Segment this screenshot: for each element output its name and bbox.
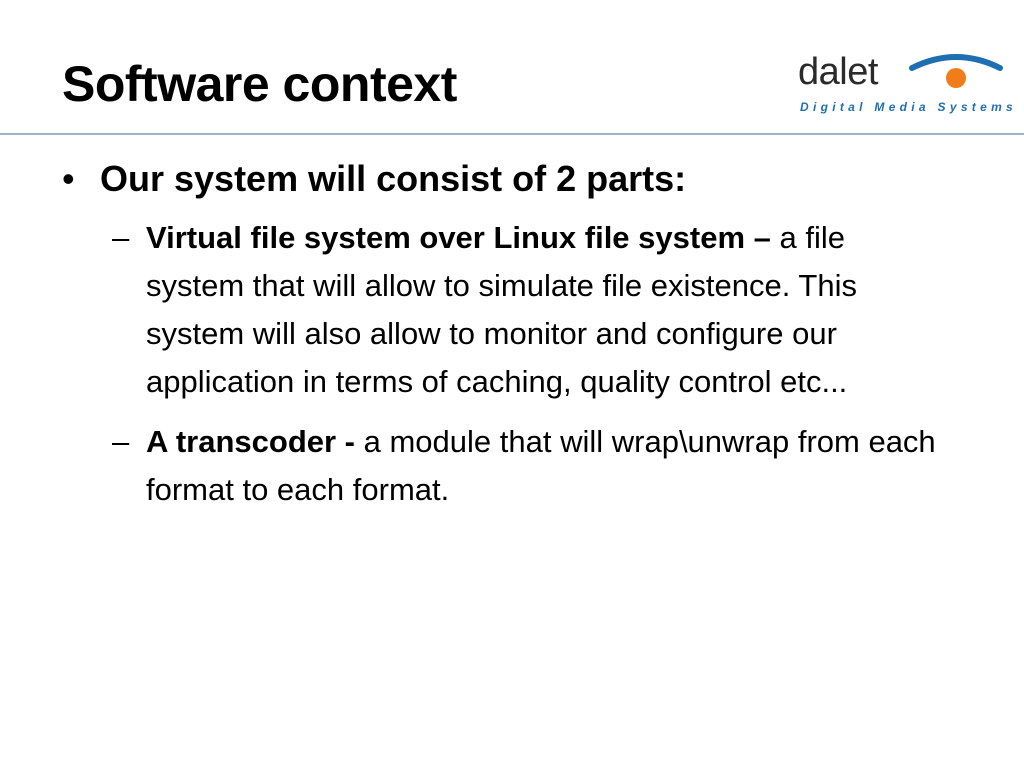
sub-bullet-marker: –	[112, 424, 130, 459]
dalet-logo: dalet Digital Media Systems	[798, 50, 1013, 122]
logo-eye-icon	[909, 54, 1003, 88]
slide-body: • Our system will consist of 2 parts: – …	[62, 150, 962, 526]
sub-bullet-item: – Virtual file system over Linux file sy…	[112, 214, 936, 406]
bullet-text: Our system will consist of 2 parts:	[100, 158, 687, 199]
sub-bullet-text: a file system that will allow to simulat…	[146, 220, 857, 399]
bullet-marker: •	[62, 158, 75, 199]
sub-bullet-marker: –	[112, 220, 130, 255]
sub-bullet-text: a module that will wrap\unwrap from each…	[146, 424, 936, 507]
logo-tagline: Digital Media Systems	[800, 100, 1018, 114]
bullet-item: • Our system will consist of 2 parts:	[62, 150, 962, 208]
logo-wordmark: dalet	[798, 51, 878, 93]
sub-bullet-lead: A transcoder -	[146, 424, 356, 459]
sub-bullet-lead: Virtual file system over Linux file syst…	[146, 220, 771, 255]
title-divider	[0, 133, 1024, 135]
sub-bullet-list: – Virtual file system over Linux file sy…	[112, 214, 962, 514]
slide-title: Software context	[62, 56, 457, 112]
sub-bullet-item: – A transcoder - a module that will wrap…	[112, 418, 936, 514]
